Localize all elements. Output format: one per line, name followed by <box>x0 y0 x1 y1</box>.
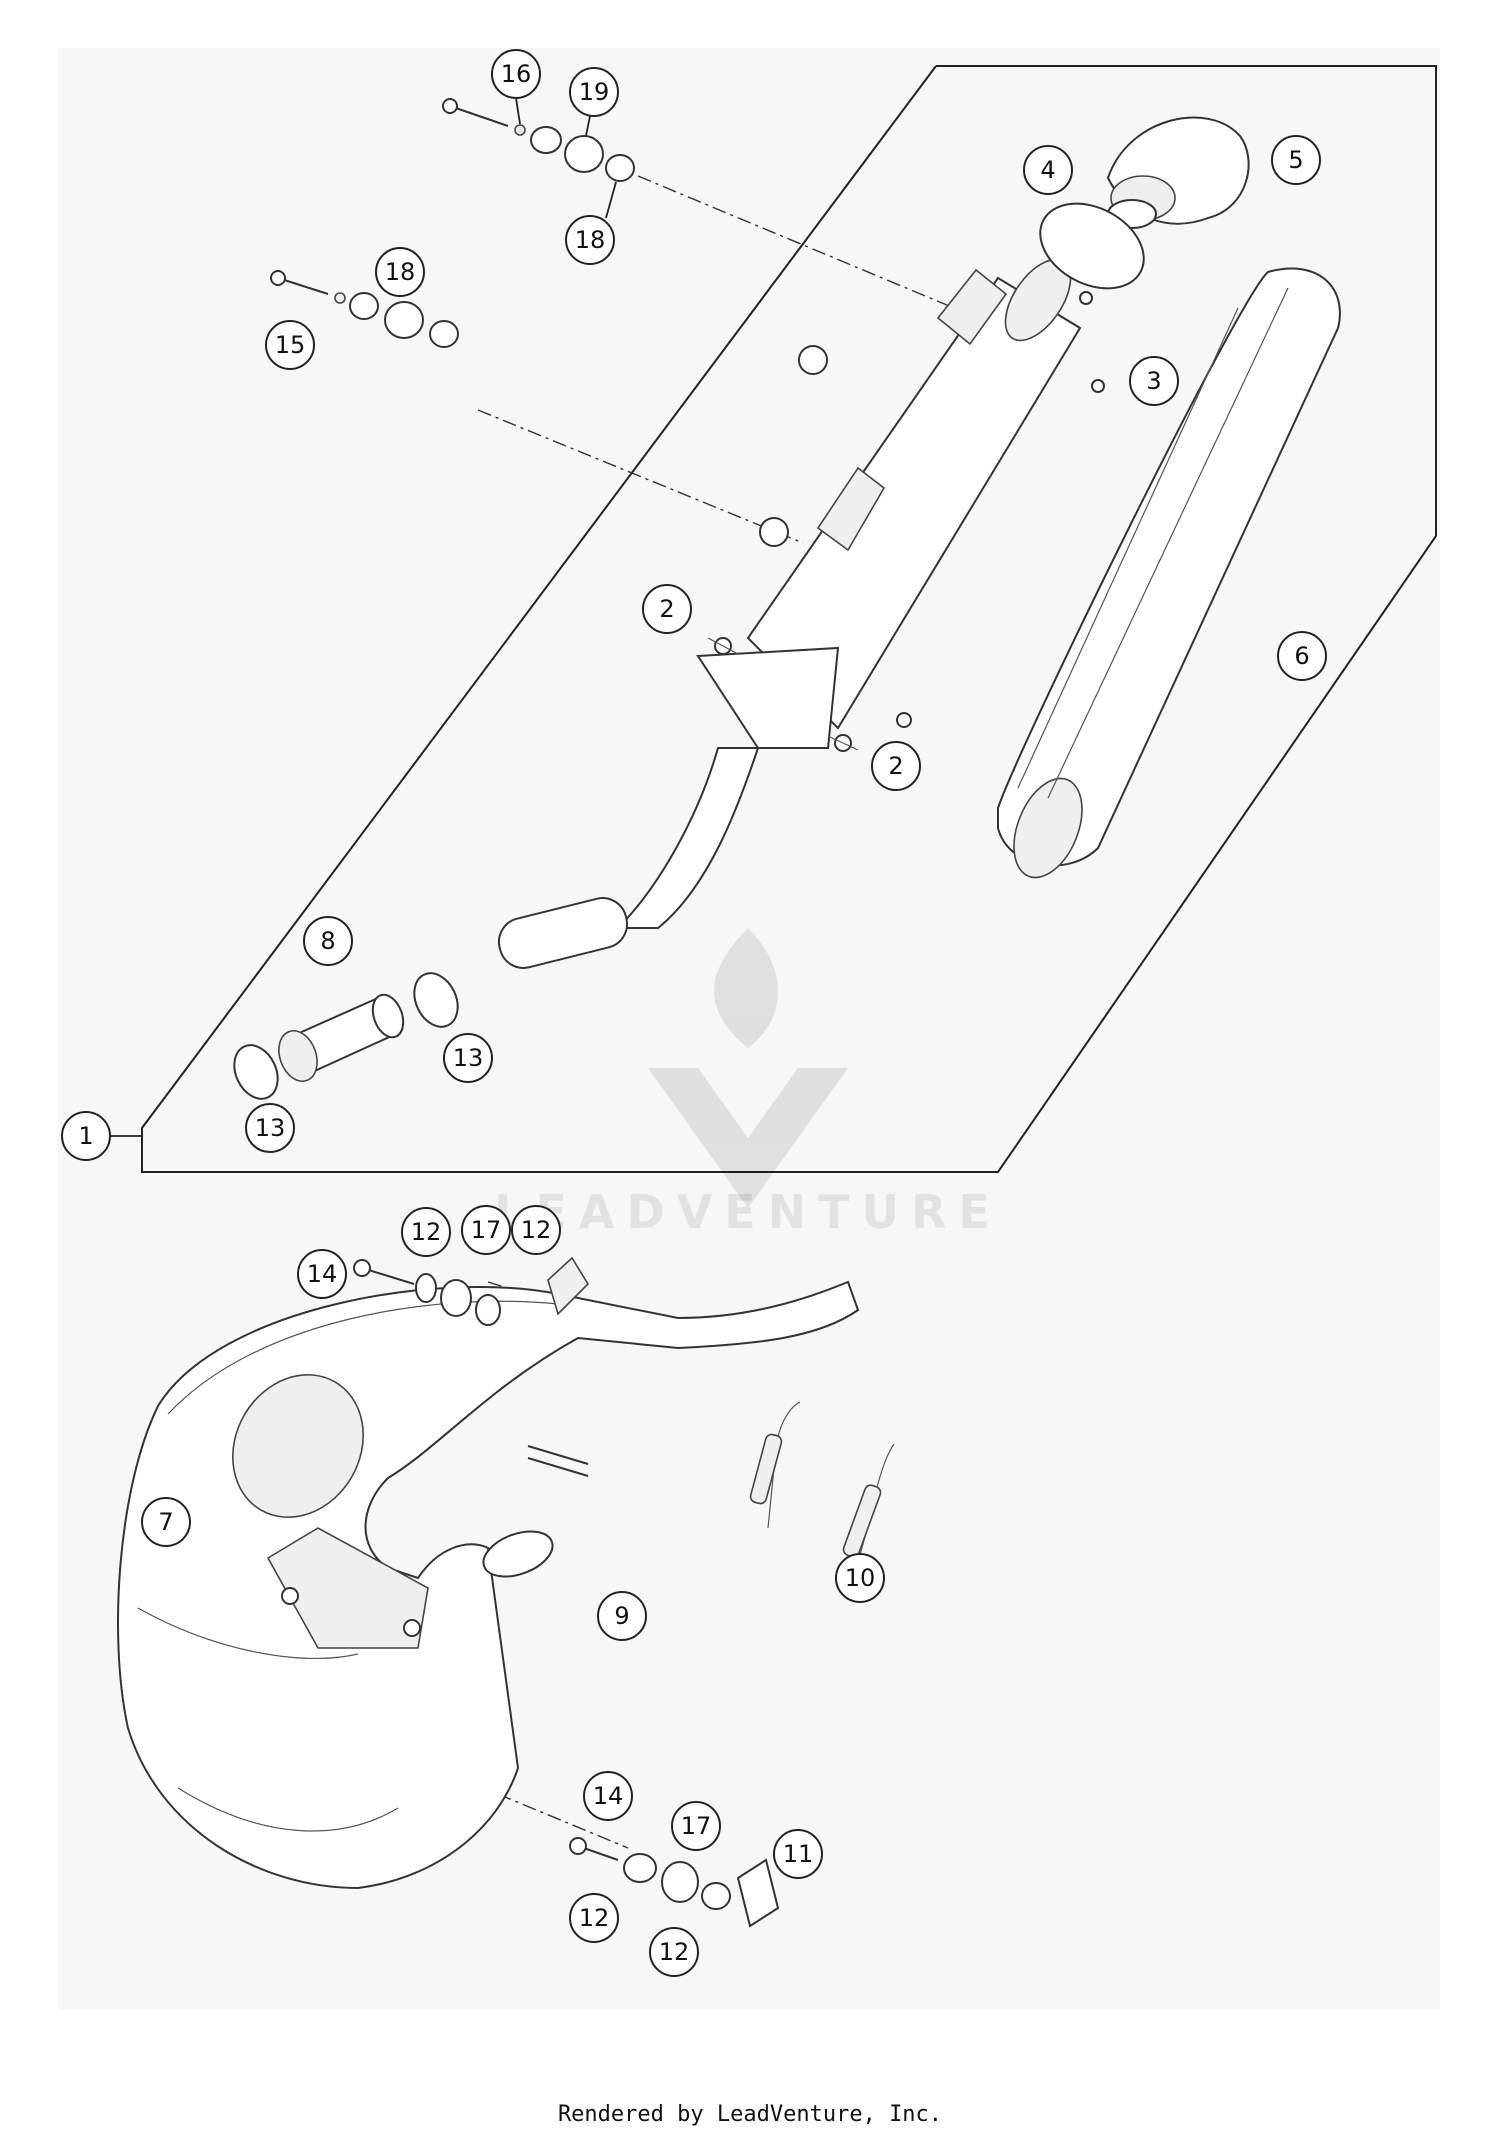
silencer-body <box>497 258 1082 969</box>
callout-13: 13 <box>443 1033 493 1083</box>
connector-o-ring <box>233 1044 279 1100</box>
lower-mount-hardware <box>270 270 459 348</box>
mount-axis-lower <box>477 409 804 544</box>
callout-14-label: 14 <box>307 1260 338 1288</box>
callout-17: 17 <box>461 1205 511 1255</box>
exhaust-spring <box>749 1401 801 1529</box>
leader-item-16 <box>515 97 521 125</box>
speed-nut <box>736 1858 780 1928</box>
callout-14-label: 14 <box>593 1782 624 1810</box>
callout-7: 7 <box>141 1497 191 1547</box>
callout-12-label: 12 <box>521 1216 552 1244</box>
silencer-packing <box>997 267 1341 879</box>
spring-gasket <box>527 1445 589 1477</box>
callout-16-label: 16 <box>501 60 532 88</box>
callout-17-label: 17 <box>471 1216 502 1244</box>
callout-2-label: 2 <box>888 752 903 780</box>
leader-item-19 <box>585 115 591 137</box>
end-cap <box>1106 116 1250 229</box>
callout-17-label: 17 <box>681 1812 712 1840</box>
header-pipe <box>117 1256 860 1890</box>
mount-axis-upper <box>637 175 979 319</box>
silencer-screw <box>827 734 859 752</box>
silencer-screw <box>707 637 739 655</box>
callout-8: 8 <box>303 916 353 966</box>
callout-18-label: 18 <box>385 258 416 286</box>
callout-2: 2 <box>871 741 921 791</box>
callout-12: 12 <box>569 1893 619 1943</box>
watermark-text: LEADVENTURE <box>494 1185 1002 1239</box>
callout-12-label: 12 <box>659 1938 690 1966</box>
rivet-nut <box>1079 291 1093 305</box>
callout-16: 16 <box>491 49 541 99</box>
callout-12-label: 12 <box>579 1904 610 1932</box>
callout-19-label: 19 <box>579 78 610 106</box>
callout-5-label: 5 <box>1288 146 1303 174</box>
exhaust-connector <box>278 993 405 1082</box>
exploded-parts-diagram: LEADVENTURE 1 2 2 3 4 5 6 7 8 9 10 11 12… <box>58 48 1440 2010</box>
callout-5: 5 <box>1271 135 1321 185</box>
callout-15: 15 <box>265 320 315 370</box>
callout-4: 4 <box>1023 145 1073 195</box>
bracket-mount-hardware <box>569 1837 731 1910</box>
callout-6: 6 <box>1277 631 1327 681</box>
callout-11-label: 11 <box>783 1840 814 1868</box>
header-mount-hardware <box>353 1259 501 1326</box>
o-ring <box>1039 202 1145 290</box>
callout-12: 12 <box>511 1205 561 1255</box>
upper-mount-hardware <box>442 98 635 182</box>
callout-1: 1 <box>61 1111 111 1161</box>
diagram-drawing: LEADVENTURE 1 2 2 3 4 5 6 7 8 9 10 11 12… <box>61 49 1437 1977</box>
callout-6-label: 6 <box>1294 642 1309 670</box>
callout-2: 2 <box>642 584 692 634</box>
callout-12: 12 <box>649 1927 699 1977</box>
callout-10: 10 <box>835 1553 885 1603</box>
callout-14: 14 <box>297 1249 347 1299</box>
exhaust-spring <box>842 1443 895 1601</box>
callout-8-label: 8 <box>320 927 335 955</box>
callout-1-label: 1 <box>78 1122 93 1150</box>
callout-11: 11 <box>773 1829 823 1879</box>
callout-14: 14 <box>583 1771 633 1821</box>
rivet-nut <box>896 712 912 728</box>
callout-3-label: 3 <box>1146 367 1161 395</box>
callout-17: 17 <box>671 1801 721 1851</box>
callout-4-label: 4 <box>1040 156 1055 184</box>
footer-credit: Rendered by LeadVenture, Inc. <box>557 2102 943 2127</box>
callout-12-label: 12 <box>411 1218 442 1246</box>
callout-12: 12 <box>401 1207 451 1257</box>
callout-18: 18 <box>375 247 425 297</box>
callout-7-label: 7 <box>158 1508 173 1536</box>
callout-13-label: 13 <box>255 1114 286 1142</box>
callout-2-label: 2 <box>659 595 674 623</box>
callout-9-label: 9 <box>614 1602 629 1630</box>
callout-13-label: 13 <box>453 1044 484 1072</box>
callout-9: 9 <box>597 1591 647 1641</box>
callout-13: 13 <box>245 1103 295 1153</box>
leader-item-18 <box>605 181 617 219</box>
callout-15-label: 15 <box>275 331 306 359</box>
callout-3: 3 <box>1129 356 1179 406</box>
callout-18-label: 18 <box>575 226 606 254</box>
watermark-logo <box>648 928 848 1208</box>
rivet-nut <box>1091 379 1105 393</box>
connector-o-ring <box>413 972 459 1028</box>
callout-19: 19 <box>569 67 619 117</box>
callout-18: 18 <box>565 215 615 265</box>
callout-10-label: 10 <box>845 1564 876 1592</box>
